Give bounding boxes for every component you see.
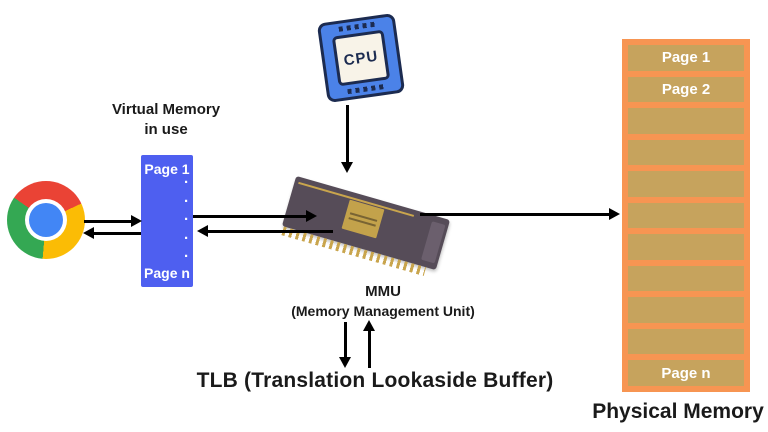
arrow-mmu-to-physical-memory <box>420 208 620 220</box>
virtual-memory-heading-line1: Virtual Memory <box>111 101 221 118</box>
arrow-mmu-to-vm <box>197 225 333 237</box>
physical-memory-row-label: Page n <box>661 364 711 382</box>
arrowhead-right-icon <box>131 215 142 227</box>
physical-memory-stack: Page 1 Page 2 <box>622 39 750 392</box>
ellipsis-dot: · <box>184 211 189 228</box>
physical-memory-heading: Physical Memory <box>592 400 764 423</box>
arrow-mmu-to-tlb <box>339 322 351 368</box>
arrowhead-left-icon <box>197 225 208 237</box>
physical-memory-row <box>628 108 744 134</box>
physical-memory-row: Page n <box>628 360 744 387</box>
chrome-browser-icon <box>7 181 85 259</box>
physical-memory-row <box>628 265 744 292</box>
arrowhead-down-icon <box>339 357 351 368</box>
arrow-browser-to-vm <box>84 215 142 227</box>
arrowhead-up-icon <box>363 320 375 331</box>
arrow-tlb-to-mmu <box>363 320 375 368</box>
physical-memory-row <box>628 234 744 260</box>
cpu-label: CPU <box>342 47 380 69</box>
mmu-pins <box>281 226 427 276</box>
ellipsis-dot: · <box>184 174 189 191</box>
chrome-icon-blue-core <box>29 203 63 237</box>
cpu-chip-icon: CPU <box>316 12 406 104</box>
ellipsis-dot: · <box>184 229 189 247</box>
mmu-subtitle: (Memory Management Unit) <box>291 303 475 319</box>
arrow-vm-to-mmu <box>193 210 317 222</box>
mmu-chip-icon <box>281 175 451 276</box>
ellipsis-dot: · <box>184 248 189 265</box>
chrome-icon-white-ring <box>25 199 67 241</box>
cpu-die: CPU <box>331 29 391 87</box>
virtual-memory-stack: Page 1 ····· Page n <box>141 155 193 287</box>
ellipsis-dot: · <box>184 192 189 210</box>
mmu-title: MMU <box>365 283 401 300</box>
vm-page-1-cell: Page 1 <box>144 161 190 177</box>
virtual-memory-heading: Virtual Memory in use <box>76 100 256 140</box>
tlb-label: TLB (Translation Lookaside Buffer) <box>196 369 554 392</box>
physical-memory-row-label: Page 2 <box>661 80 711 98</box>
virtual-memory-heading-line2: in use <box>144 121 188 138</box>
physical-memory-row: Page 1 <box>628 45 744 71</box>
arrow-cpu-to-mmu <box>341 105 353 173</box>
arrowhead-left-icon <box>83 227 94 239</box>
physical-memory-row: Page 2 <box>628 76 744 103</box>
physical-memory-row <box>628 297 744 323</box>
arrow-vm-to-browser <box>83 227 141 239</box>
arrowhead-down-icon <box>341 162 353 173</box>
physical-memory-row <box>628 202 744 229</box>
physical-memory-row <box>628 328 744 355</box>
arrowhead-right-icon <box>306 210 317 222</box>
vm-page-n-cell: Page n <box>144 265 190 281</box>
physical-memory-row-label: Page 1 <box>661 49 711 67</box>
physical-memory-row <box>628 171 744 197</box>
arrowhead-right-icon <box>609 208 620 220</box>
mmu-endcap <box>421 221 446 264</box>
physical-memory-row <box>628 139 744 166</box>
cpu-pins-bottom <box>347 83 386 95</box>
vm-ellipsis-dots: ····· <box>184 174 189 265</box>
